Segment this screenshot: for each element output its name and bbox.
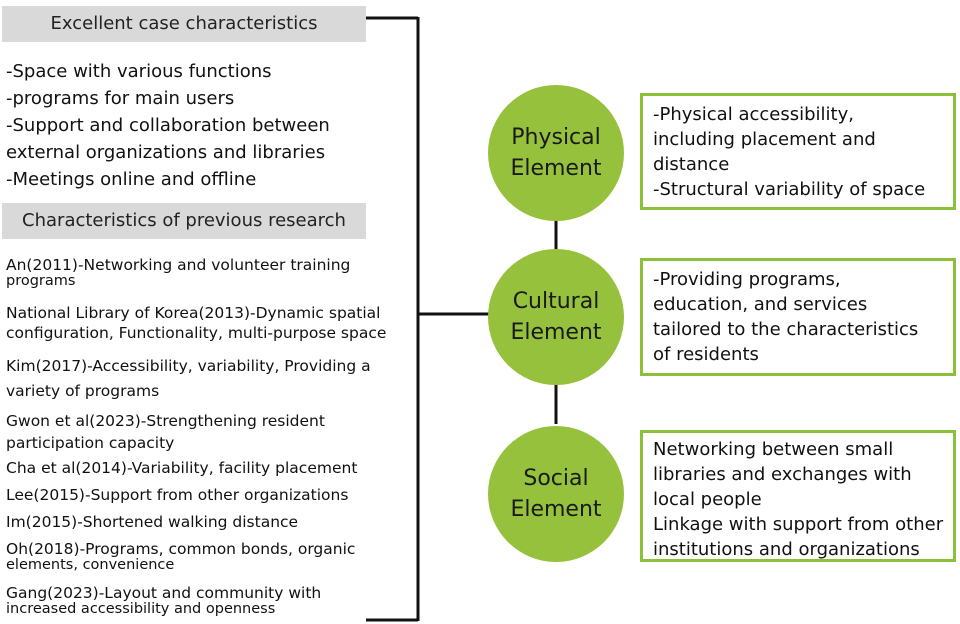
element-label: Cultural <box>512 289 600 314</box>
box-line: -Providing programs, <box>653 269 841 290</box>
reference-line: increased accessibility and openness <box>6 601 276 617</box>
list-item: -Support and collaboration between <box>6 115 330 136</box>
physical-element-circle: Physical Element <box>488 85 624 221</box>
reference-line: participation capacity <box>6 434 175 452</box>
box-line: education, and services <box>653 294 868 315</box>
reference-item: National Library of Korea(2013)-Dynamic … <box>6 303 386 343</box>
element-label: Element <box>510 156 602 181</box>
reference-line: Gang(2023)-Layout and community with <box>6 584 322 602</box>
excellent-case-list: -Space with various functions -programs … <box>6 58 330 193</box>
box-line: tailored to the characteristics <box>653 319 919 340</box>
reference-line: National Library of Korea(2013)-Dynamic … <box>6 304 381 322</box>
excellent-case-header: Excellent case characteristics <box>2 6 366 42</box>
reference-line: Gwon et al(2023)-Strengthening resident <box>6 412 325 430</box>
element-label: Physical <box>511 125 601 150</box>
social-element-box: Networking between small libraries and e… <box>640 430 956 562</box>
cultural-element-circle: Cultural Element <box>488 249 624 385</box>
box-line: libraries and exchanges with <box>653 464 912 485</box>
reference-line: Cha et al(2014)-Variability, facility pl… <box>6 459 358 477</box>
previous-research-header: Characteristics of previous research <box>2 203 366 239</box>
element-label: Element <box>510 497 602 522</box>
box-line: -Structural variability of space <box>653 179 926 200</box>
reference-item: Gang(2023)-Layout and community with inc… <box>6 585 321 617</box>
reference-line: Lee(2015)-Support from other organizatio… <box>6 486 349 504</box>
reference-line: Im(2015)-Shortened walking distance <box>6 513 299 531</box>
box-line: distance <box>653 154 730 175</box>
cultural-element-box: -Providing programs, education, and serv… <box>640 258 956 376</box>
element-label: Social <box>523 466 589 491</box>
reference-line: configuration, Functionality, multi-purp… <box>6 324 387 342</box>
box-line: local people <box>653 489 762 510</box>
social-element-circle: Social Element <box>488 426 624 562</box>
reference-line: Oh(2018)-Programs, common bonds, organic <box>6 540 356 558</box>
physical-element-box: -Physical accessibility, including place… <box>640 93 956 210</box>
previous-research-list: An(2011)-Networking and volunteer traini… <box>6 0 416 624</box>
reference-line: variety of programs <box>6 382 160 400</box>
reference-line: An(2011)-Networking and volunteer traini… <box>6 256 351 274</box>
reference-item: An(2011)-Networking and volunteer traini… <box>6 257 350 289</box>
reference-item: Kim(2017)-Accessibility, variability, Pr… <box>6 354 371 404</box>
list-item: -Space with various functions <box>6 61 272 82</box>
list-item: -Meetings online and offline <box>6 169 257 190</box>
reference-item: Gwon et al(2023)-Strengthening resident … <box>6 410 325 454</box>
reference-item: Im(2015)-Shortened walking distance <box>6 514 298 531</box>
box-line: Networking between small <box>653 439 894 460</box>
list-item: -programs for main users <box>6 88 235 109</box>
reference-item: Oh(2018)-Programs, common bonds, organic… <box>6 541 355 573</box>
element-label: Element <box>510 320 602 345</box>
reference-line: elements, convenience <box>6 557 175 573</box>
box-line: including placement and <box>653 129 876 150</box>
reference-line: programs <box>6 273 76 289</box>
box-line: institutions and organizations <box>653 539 920 560</box>
box-line: -Physical accessibility, <box>653 104 854 125</box>
reference-item: Cha et al(2014)-Variability, facility pl… <box>6 460 357 477</box>
box-line: Linkage with support from other <box>653 514 944 535</box>
reference-line: Kim(2017)-Accessibility, variability, Pr… <box>6 357 371 375</box>
list-item: external organizations and libraries <box>6 142 326 163</box>
box-line: of residents <box>653 344 759 365</box>
reference-item: Lee(2015)-Support from other organizatio… <box>6 487 348 504</box>
